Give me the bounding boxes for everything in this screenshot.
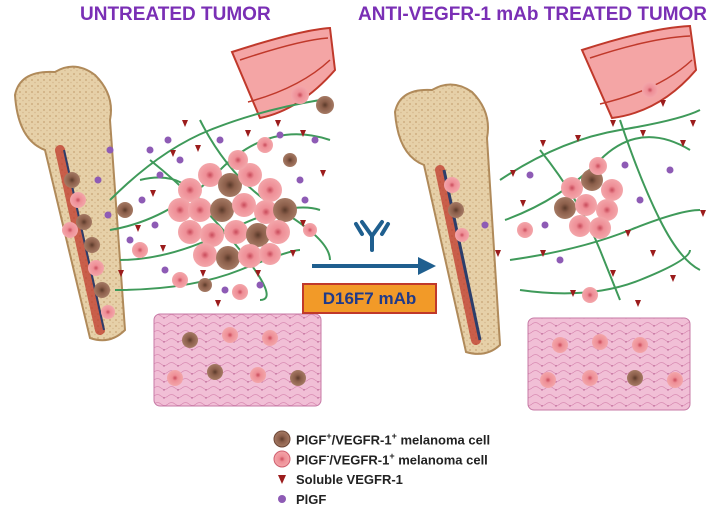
scattered-cells-left [117,86,334,386]
legend-item-soluble-vegfr1: Soluble VEGFR-1 [268,469,490,489]
blood-vessel-right [580,24,698,120]
plgf-dots-right [481,161,674,264]
brown-cell-icon [268,429,296,449]
legend: PlGF+/VEGFR-1+ melanoma cell PlGF-/VEGFR… [268,429,490,509]
blood-vessel-left [230,26,337,120]
tumor-cluster-right [554,157,623,239]
right-panel [393,24,706,411]
legend-item-plgf: PlGF [268,489,490,509]
bone-marrow-cells-right [444,177,469,242]
red-arrowhead-icon [268,469,296,489]
muscle-tissue-right [527,317,691,411]
legend-item-plgf-negative: PlGF-/VEGFR-1+ melanoma cell [268,449,490,469]
antibody-y-icon [354,220,390,252]
legend-item-plgf-positive: PlGF+/VEGFR-1+ melanoma cell [268,429,490,449]
d16f7-mab-label: D16F7 mAb [302,283,437,314]
left-panel [13,26,337,407]
svegfr1-left [118,120,326,307]
muscle-tissue-left [153,313,322,407]
pink-cell-icon [268,449,296,469]
tumor-cluster-left [168,150,297,270]
title-untreated-tumor: UNTREATED TUMOR [80,4,271,25]
purple-dot-icon [268,489,296,509]
svegfr1-right [495,100,706,307]
title-treated-tumor: ANTI-VEGFR-1 mAb TREATED TUMOR [358,4,708,25]
plgf-dots-left [94,131,319,294]
bone-marrow-cells-left [62,172,115,319]
treatment-arrow [312,257,436,275]
scattered-cells-right [517,82,683,388]
